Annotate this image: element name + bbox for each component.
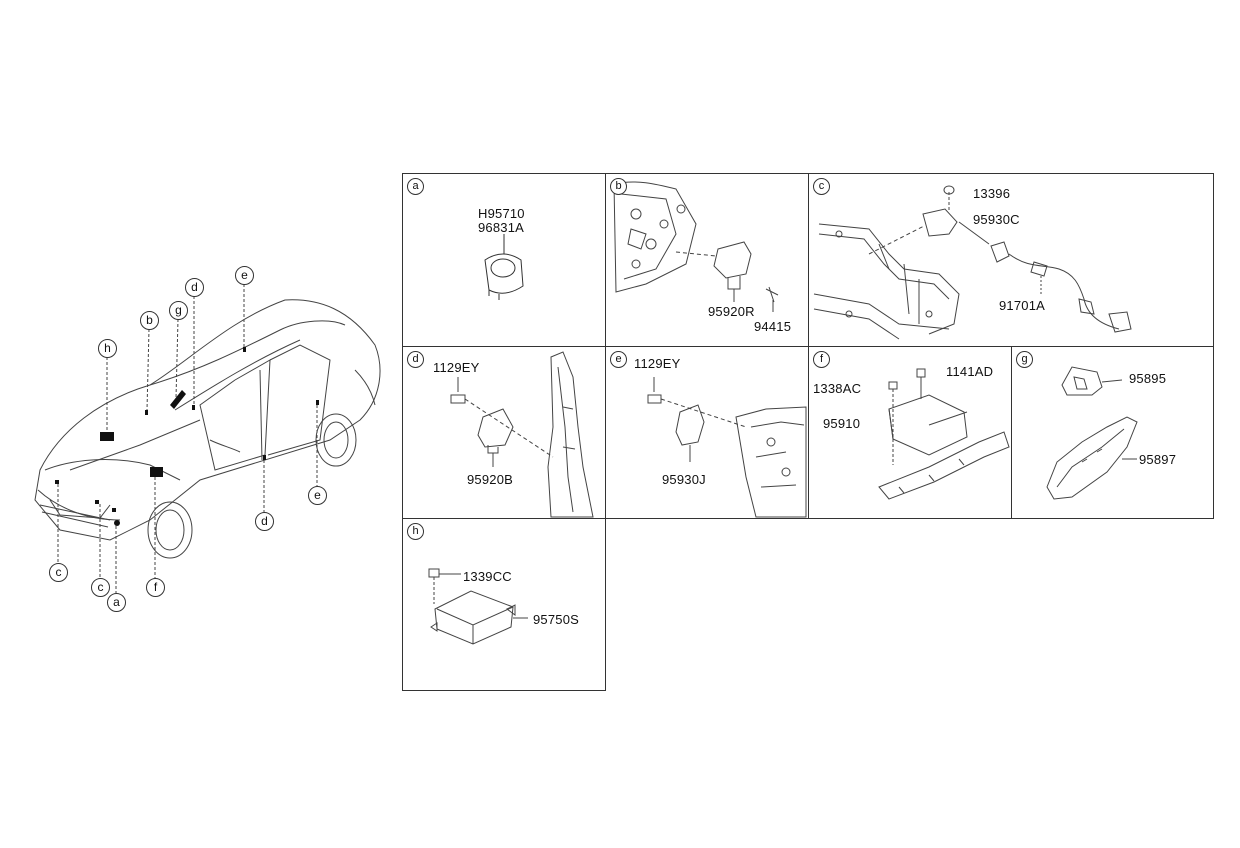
part-number: 95920B xyxy=(467,472,514,487)
callout-h[interactable]: h xyxy=(98,339,117,358)
panel-f: f 1338AC 1141AD 95910 xyxy=(808,346,1012,519)
part-number: 1141AD xyxy=(946,364,994,379)
panel-a: a H95710 96831A xyxy=(402,173,606,347)
callout-d-top[interactable]: d xyxy=(185,278,204,297)
callout-g[interactable]: g xyxy=(169,301,188,320)
panel-e: e 1129EY 95930J xyxy=(605,346,809,519)
callout-b[interactable]: b xyxy=(140,311,159,330)
panel-b: b 95920R 94415 xyxy=(605,173,809,347)
part-number: 1338AC xyxy=(813,381,862,396)
front-impact-sensor-drawing xyxy=(813,185,1132,340)
part-number: 1129EY xyxy=(634,356,681,371)
part-number: 95750S xyxy=(533,612,580,627)
clock-spring-sensor-drawing xyxy=(484,234,524,300)
panel-letter: e xyxy=(610,351,627,368)
part-number: 13396 xyxy=(973,186,1011,201)
part-number: 1129EY xyxy=(433,360,480,375)
panel-letter: d xyxy=(407,351,424,368)
part-number: 95920R xyxy=(708,304,755,319)
part-number: 95895 xyxy=(1129,371,1167,386)
callout-e-bottom[interactable]: e xyxy=(308,486,327,505)
callout-c-right[interactable]: c xyxy=(91,578,110,597)
panel-h: h 1339CC 95750S xyxy=(402,518,606,691)
callout-e-top[interactable]: e xyxy=(235,266,254,285)
vehicle-overview-drawing xyxy=(34,284,381,593)
panel-d: d 1129EY 95920B xyxy=(402,346,606,519)
panel-c: c 13396 95930C 91701A xyxy=(808,173,1214,347)
pillar-side-sensor-drawing xyxy=(450,351,594,518)
panel-letter: c xyxy=(813,178,830,195)
airbag-control-module-drawing xyxy=(878,368,1010,500)
part-number: 95897 xyxy=(1139,452,1177,467)
part-number: 94415 xyxy=(754,319,792,334)
panel-letter: f xyxy=(813,351,830,368)
part-number: 95930C xyxy=(973,212,1020,227)
panel-g: g 95895 95897 xyxy=(1011,346,1214,519)
part-number: 91701A xyxy=(999,298,1046,313)
occupant-detection-sensor-drawing xyxy=(1046,366,1138,500)
callout-d-bottom[interactable]: d xyxy=(255,512,274,531)
part-number: H95710 xyxy=(478,206,525,221)
control-unit-drawing xyxy=(428,568,528,645)
part-number: 96831A xyxy=(478,220,525,235)
panel-letter: g xyxy=(1016,351,1033,368)
rear-side-sensor-drawing xyxy=(647,377,807,518)
callout-c-left[interactable]: c xyxy=(49,563,68,582)
part-number: 1339CC xyxy=(463,569,512,584)
panel-letter: h xyxy=(407,523,424,540)
panel-letter: b xyxy=(610,178,627,195)
part-number: 95930J xyxy=(662,472,706,487)
panel-letter: a xyxy=(407,178,424,195)
part-number: 95910 xyxy=(823,416,861,431)
callout-a[interactable]: a xyxy=(107,593,126,612)
callout-f[interactable]: f xyxy=(146,578,165,597)
